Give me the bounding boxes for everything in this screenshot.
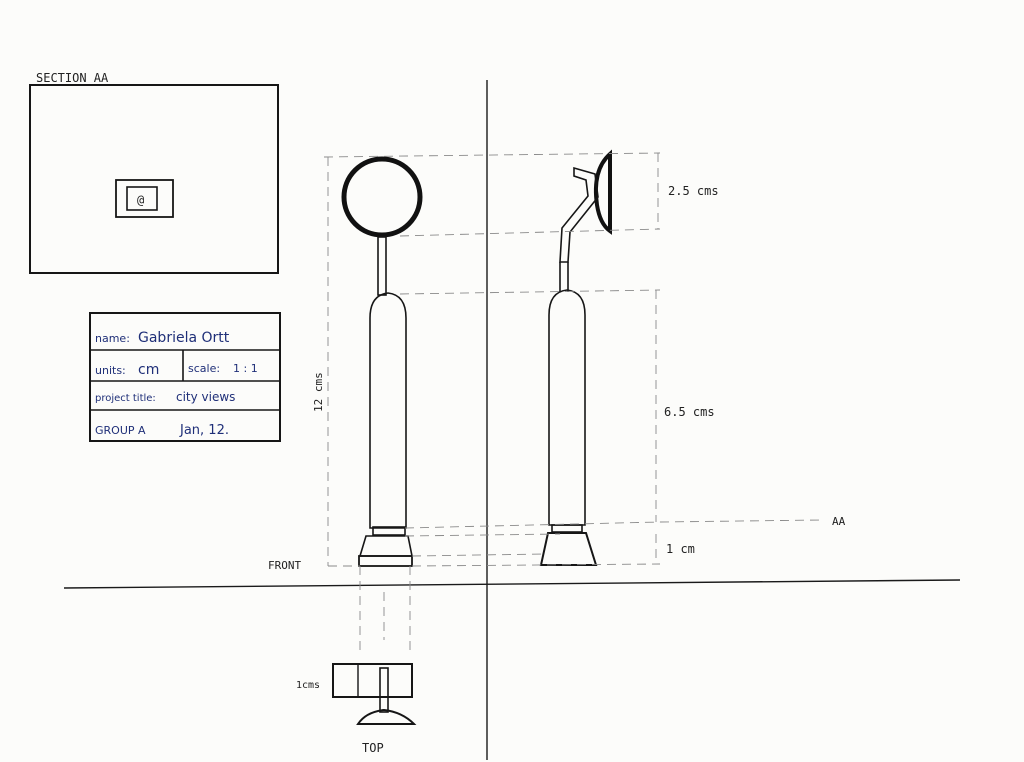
- front-neck: [377, 236, 387, 296]
- group-label: GROUP A: [95, 424, 146, 437]
- head-height-label: 2.5 cms: [668, 184, 719, 198]
- body-height-label: 6.5 cms: [664, 405, 715, 419]
- base-height-label: 1 cm: [666, 542, 695, 556]
- body-bottom-ext: [404, 521, 661, 529]
- project-label: project title:: [95, 393, 156, 404]
- date-value: Jan, 12.: [179, 423, 229, 438]
- section-aa-marker: AA: [832, 515, 846, 528]
- side-arm: [559, 166, 599, 263]
- top-base-block: [332, 663, 413, 698]
- section-aa-outer-square: [115, 179, 174, 218]
- front-mirror-head: [341, 156, 423, 238]
- front-body: [369, 292, 407, 529]
- top-view: 1cms TOP: [296, 663, 417, 755]
- front-view: [341, 156, 423, 567]
- project-value: city views: [176, 390, 235, 404]
- section-aa-frame: [29, 84, 279, 274]
- side-view: [539, 149, 612, 566]
- units-value: cm: [138, 362, 159, 378]
- head-bottom-ext: [399, 228, 661, 237]
- front-top-ext: [323, 152, 661, 158]
- title-block-frame: [89, 312, 281, 442]
- front-base-plate: [358, 555, 413, 567]
- section-aa-symbol: @: [137, 193, 144, 207]
- front-view-label: FRONT: [268, 559, 301, 572]
- units-label: units:: [95, 364, 126, 377]
- name-label: name:: [95, 332, 130, 345]
- front-base: [358, 535, 413, 557]
- body-top-ext: [399, 289, 661, 295]
- top-view-label: TOP: [362, 741, 384, 755]
- base-ext: [411, 553, 546, 557]
- top-stem: [379, 667, 389, 713]
- total-height-label: 12 cms: [312, 372, 325, 412]
- name-value: Gabriela Ortt: [138, 330, 230, 346]
- title-block: name: Gabriela Ortt units: cm scale: 1 :…: [89, 312, 281, 442]
- side-collar: [551, 524, 583, 533]
- top-foot: [356, 708, 417, 725]
- side-mirror-disc: [593, 149, 612, 235]
- section-aa-title: SECTION AA: [36, 71, 109, 85]
- side-body: [548, 289, 586, 526]
- section-aa-cut-line: [659, 519, 821, 523]
- projection-lines: [323, 152, 821, 655]
- front-collar: [372, 526, 406, 536]
- collar-ext: [404, 533, 561, 537]
- side-base: [539, 532, 598, 566]
- base-bottom-ext: [411, 563, 661, 567]
- scale-value: 1 : 1: [233, 362, 258, 375]
- horizontal-view-divider: [63, 579, 961, 589]
- section-aa-view: SECTION AA @: [29, 71, 279, 274]
- section-aa-inner-square: [126, 186, 158, 211]
- scale-label: scale:: [188, 362, 220, 375]
- top-base-height-label: 1cms: [296, 680, 320, 691]
